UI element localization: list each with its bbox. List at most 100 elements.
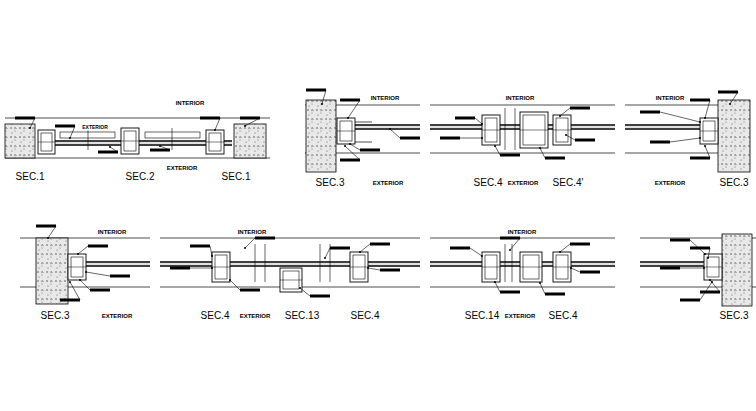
drawing-line	[512, 244, 513, 282]
section-label: SEC.13	[284, 311, 320, 322]
drawing-line	[210, 246, 212, 256]
side-label: EXTERIOR	[504, 313, 537, 319]
callout-tag	[570, 243, 590, 246]
drawing-line	[571, 268, 580, 272]
drawing-line	[345, 146, 360, 160]
drawing-line	[337, 131, 355, 132]
callout-tag	[690, 99, 710, 102]
side-label: INTERIOR	[97, 229, 128, 235]
drawing-line	[160, 265, 420, 266]
frame-profile	[700, 118, 718, 144]
leader-dot	[703, 267, 705, 269]
leader-dot	[699, 137, 701, 139]
drawing-line	[505, 108, 506, 150]
callout-tag	[170, 267, 190, 270]
callout-tag	[680, 299, 700, 302]
drawing-line	[680, 268, 704, 269]
callout-tag	[570, 107, 590, 110]
drawing-line	[350, 267, 368, 268]
callout-tag	[690, 157, 710, 160]
concrete-wall	[36, 238, 68, 304]
callout-tag	[240, 289, 260, 292]
frame-profile	[482, 115, 500, 145]
drawing-line	[475, 118, 482, 124]
callout-tag	[575, 139, 595, 142]
leader-dot	[109, 146, 111, 148]
frame-profile	[145, 132, 200, 138]
leader-dot	[707, 257, 709, 259]
frame-profile	[482, 252, 500, 282]
drawing-line	[245, 238, 255, 248]
drawing-line	[505, 244, 506, 282]
leader-dot	[559, 115, 561, 117]
leader-dot	[244, 247, 246, 249]
side-label: EXTERIOR	[507, 180, 540, 186]
callout-tag	[340, 159, 360, 162]
drawing-line	[430, 153, 615, 154]
frame-profile	[520, 112, 548, 148]
drawing-line	[482, 267, 500, 268]
callout-tag	[690, 247, 710, 250]
section-label: SEC.1	[221, 172, 252, 183]
callout-tag	[98, 151, 118, 154]
side-label: EXTERIOR	[166, 165, 199, 171]
leader-dot	[704, 253, 706, 255]
frame-profile	[68, 254, 86, 280]
callout-tag	[370, 243, 390, 246]
drawing-line	[348, 100, 360, 118]
drawing-line	[88, 128, 89, 150]
drawing-line	[265, 244, 266, 282]
callout-tag	[650, 141, 670, 144]
concrete-wall	[234, 124, 266, 158]
callout-tag	[200, 117, 220, 120]
leader-dot	[729, 103, 731, 105]
callout-tag	[340, 99, 360, 102]
callout-tag	[60, 299, 80, 302]
drawing-line	[245, 118, 260, 126]
drawing-line	[48, 226, 56, 238]
callout-tag	[360, 149, 380, 152]
drawing-line	[160, 238, 420, 239]
callout-tag	[545, 293, 565, 296]
drawing-line	[670, 138, 700, 142]
drawing-line	[5, 158, 270, 159]
drawing-line	[460, 138, 482, 139]
leader-dot	[69, 137, 71, 139]
drawing-line	[160, 261, 420, 262]
side-label: EXTERIOR	[101, 313, 134, 319]
callout-tag	[240, 117, 260, 120]
drawing-line	[230, 280, 240, 290]
leader-dot	[47, 237, 49, 239]
drawing-line	[566, 135, 575, 140]
frame-profile	[337, 118, 355, 144]
drawing-line	[110, 147, 118, 152]
leader-dot	[539, 147, 541, 149]
callout-tag	[255, 237, 275, 240]
concrete-wall	[306, 100, 336, 172]
drawing-line	[55, 140, 232, 141]
frame-profile	[350, 252, 368, 282]
callout-tag	[88, 245, 108, 248]
drawing-line	[368, 268, 380, 270]
drawing-line	[510, 238, 520, 250]
leader-dot	[481, 123, 483, 125]
drawing-line	[553, 267, 571, 268]
callout-tag	[500, 154, 520, 157]
drawing-line	[430, 238, 615, 239]
leader-dot	[344, 145, 346, 147]
drawing-line	[121, 141, 139, 142]
concrete-wall	[5, 124, 35, 158]
callout-tag	[400, 137, 420, 140]
drawing-line	[300, 288, 310, 296]
section-label: SEC.4'	[552, 178, 585, 189]
callout-tag	[306, 89, 326, 92]
leader-dot	[79, 279, 81, 281]
drawing-line	[495, 146, 500, 155]
side-label: INTERIOR	[237, 229, 268, 235]
drawing-line	[560, 244, 570, 252]
drawing-line	[80, 280, 90, 290]
drawing-line	[540, 148, 545, 158]
leader-dot	[349, 143, 351, 145]
leader-dot	[481, 255, 483, 257]
leader-dot	[367, 267, 369, 269]
